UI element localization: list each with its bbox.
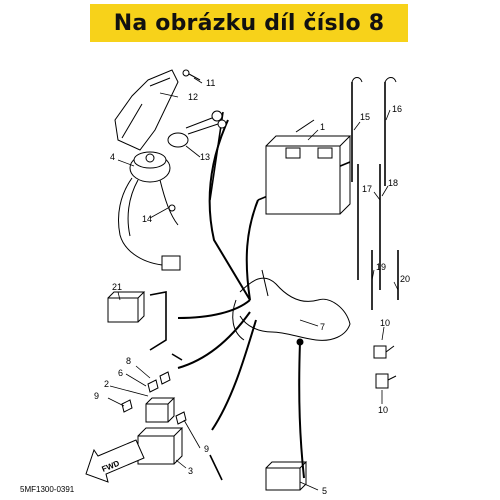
part-5-key-lock <box>167 110 227 148</box>
label-part-17: 18 <box>388 178 398 188</box>
part-7-wire-harness <box>232 269 351 346</box>
parts-12-13-connectors <box>373 345 397 389</box>
part-4-screw <box>182 69 201 81</box>
label-part-10-bottom: 9 <box>94 391 99 401</box>
part-1-battery <box>265 119 352 215</box>
label-part-3: 12 <box>188 92 198 102</box>
label-part-19: 20 <box>400 274 410 284</box>
label-part-11: 3 <box>188 466 193 476</box>
label-part-13: 10 <box>378 405 388 415</box>
banner-title: Na obrázku díl číslo 8 <box>113 10 385 36</box>
part-20-box <box>265 461 308 491</box>
label-part-12: 10 <box>380 318 390 328</box>
label-part-16: 17 <box>362 184 372 194</box>
label-part-9-bottom: 9 <box>204 444 209 454</box>
label-part-6: 14 <box>142 214 152 224</box>
label-part-15: 16 <box>392 104 402 114</box>
part-3-cover <box>114 69 179 151</box>
label-part-10-top: 8 <box>126 356 131 366</box>
label-part-8: 2 <box>104 379 109 389</box>
part-labels: 11 12 13 4 14 1 15 16 17 18 19 20 7 21 1… <box>94 78 410 496</box>
label-part-2: 4 <box>110 152 115 162</box>
label-part-7: 7 <box>320 322 325 332</box>
reference-code: 5MF1300-0391 <box>20 485 75 494</box>
label-part-5: 13 <box>200 152 210 162</box>
part-21-relay <box>107 291 146 323</box>
label-part-20: 5 <box>322 486 327 496</box>
leader-lines <box>107 77 399 491</box>
label-part-9-top: 6 <box>118 368 123 378</box>
straps-14-19 <box>351 77 399 310</box>
label-part-1: 1 <box>320 122 325 132</box>
part-2-main-switch <box>118 151 181 271</box>
label-part-18: 19 <box>376 262 386 272</box>
forward-arrow-icon <box>85 439 145 483</box>
title-banner: Na obrázku díl číslo 8 <box>90 4 408 42</box>
parts-8-11-fuse-box <box>121 371 187 465</box>
part-6-screw <box>168 204 176 212</box>
label-part-21: 21 <box>112 282 122 292</box>
label-part-4: 11 <box>206 78 215 88</box>
label-part-14: 15 <box>360 112 370 122</box>
